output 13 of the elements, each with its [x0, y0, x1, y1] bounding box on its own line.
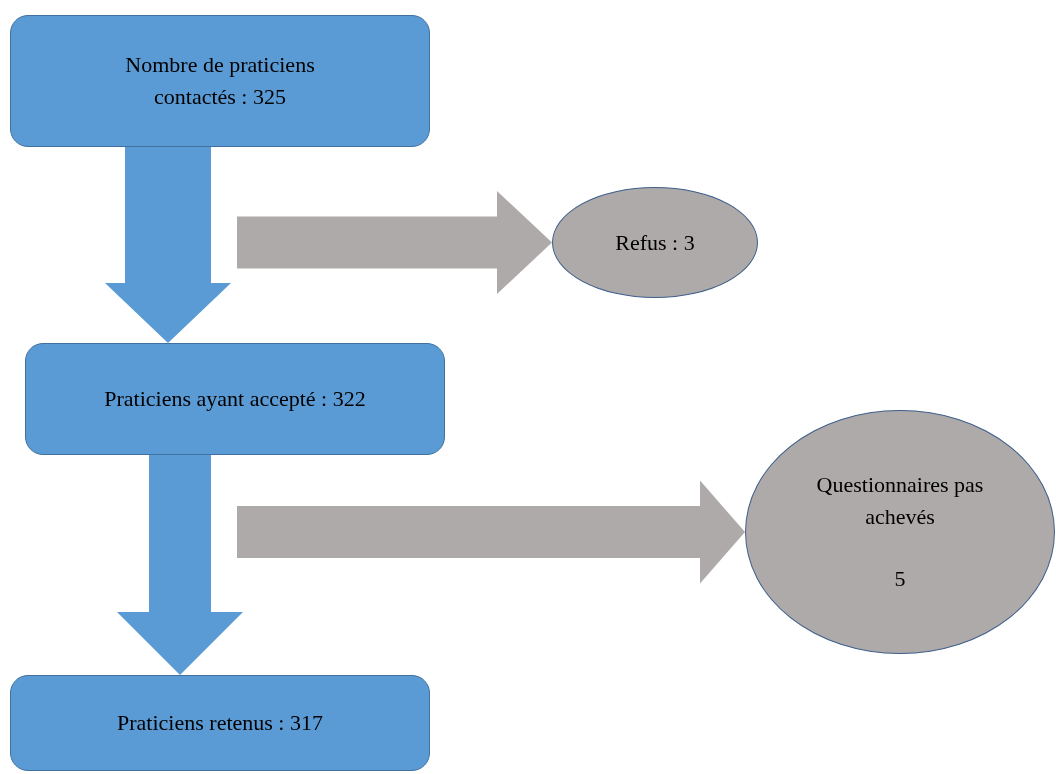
block-arrow — [237, 191, 552, 294]
block-arrow — [117, 455, 243, 675]
node-text: 5 — [894, 564, 906, 593]
process-box — [25, 343, 445, 455]
block-arrow — [237, 480, 745, 584]
block-arrow — [105, 147, 231, 343]
node-text: Praticiens ayant accepté : 322 — [104, 385, 366, 414]
node-text: Questionnaires pas achevés — [815, 471, 985, 532]
node-text: Nombre de praticiens contactés : 325 — [124, 51, 316, 111]
process-box — [10, 15, 430, 147]
node-text: Praticiens retenus : 317 — [117, 709, 323, 738]
process-box — [10, 675, 430, 771]
node-text: Refus : 3 — [615, 228, 695, 257]
